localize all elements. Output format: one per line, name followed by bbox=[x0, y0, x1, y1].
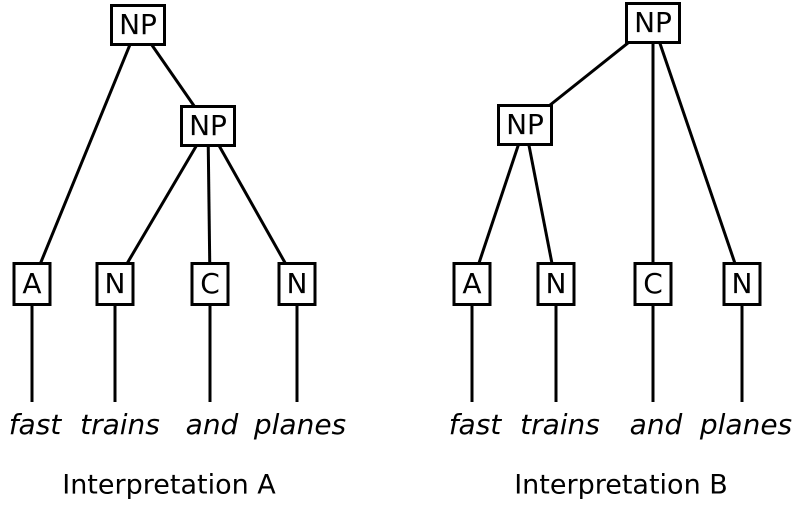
tree-edge-np_root-np_inner bbox=[136, 24, 210, 127]
tree-edge-np_root-np_inner bbox=[524, 21, 654, 127]
tree-edge-np_inner-c bbox=[206, 125, 212, 285]
tree-edge-np_root-n2 bbox=[651, 22, 744, 285]
tree-edge-np_inner-n2 bbox=[206, 125, 299, 285]
tree-edge-np_inner-n1 bbox=[113, 125, 210, 285]
caption-interpretation-a: Interpretation A bbox=[62, 469, 276, 501]
caption-interpretation-b: Interpretation B bbox=[514, 469, 728, 501]
tree-edge-np_inner-a bbox=[470, 124, 527, 285]
tree-edge-np_root-a bbox=[30, 24, 140, 285]
tree-edge-np_inner-n1 bbox=[523, 124, 558, 285]
